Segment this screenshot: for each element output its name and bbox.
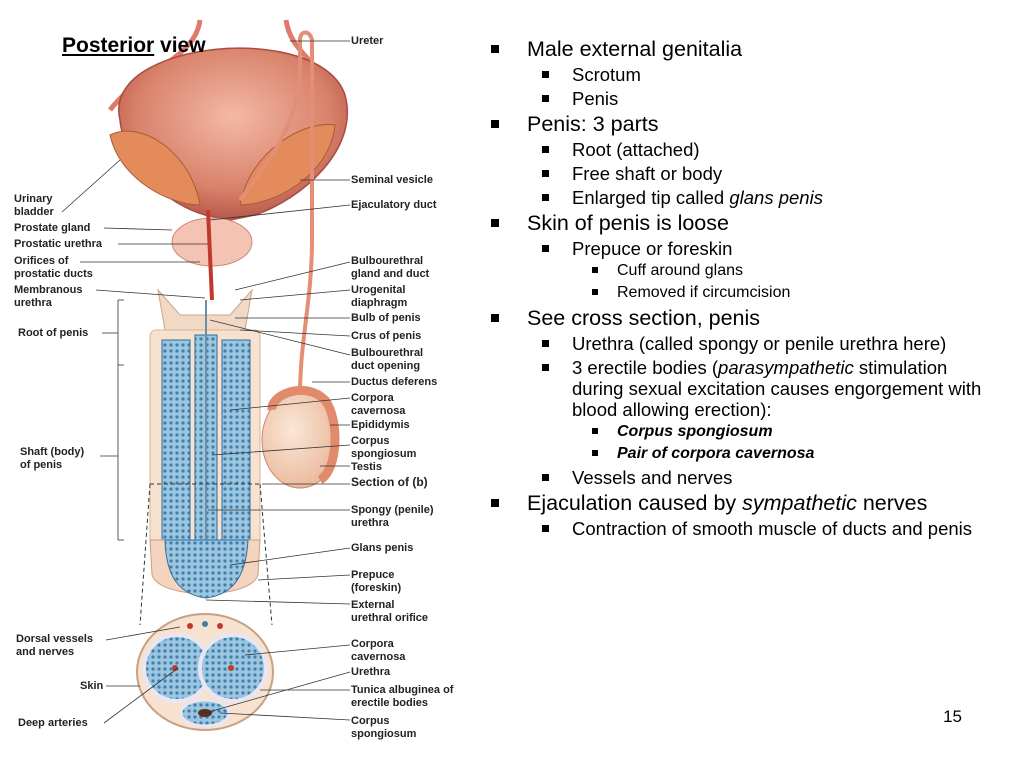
bullet-level-3: Cuff around glans — [490, 261, 1000, 281]
bullet-text: Vessels and nerves — [572, 467, 733, 488]
urethra-upper — [206, 209, 214, 301]
bullet-text: sympathetic — [742, 491, 857, 515]
bullet-text: Penis — [572, 88, 619, 109]
label-section-of-b: Section of (b) — [351, 475, 428, 489]
penis-anatomy-illustration — [61, 19, 351, 731]
bullet-text: Prepuce or foreskin — [572, 238, 733, 259]
bullet-level-2: Penis — [490, 88, 1000, 109]
label-ejaculatory-duct: Ejaculatory duct — [351, 199, 437, 211]
bullet-text: Corpus spongiosum — [617, 423, 773, 440]
bullet-level-1: Skin of penis is loose — [490, 211, 1000, 235]
label-ductus-deferens: Ductus deferens — [351, 376, 438, 388]
bullet-text: stimulation during sexual excitation cau… — [572, 357, 982, 420]
label-external-urethral-orifice: External urethral orifice — [351, 599, 429, 624]
bullet-text: Pair of corpora cavernosa — [617, 445, 815, 462]
label-prostate-gland: Prostate gland — [14, 222, 91, 234]
label-prepuce: Prepuce (foreskin) — [351, 569, 402, 594]
bullet-text: Male external genitalia — [527, 37, 743, 61]
bullet-text: parasympathetic — [718, 357, 854, 378]
bullet-level-1: Penis: 3 parts — [490, 112, 1000, 136]
label-crus-of-penis: Crus of penis — [351, 330, 422, 342]
bullet-level-2: Contraction of smooth muscle of ducts an… — [490, 518, 1000, 539]
bullet-level-2: Urethra (called spongy or penile urethra… — [490, 333, 1000, 354]
label-membranous-urethra: Membranous urethra — [14, 284, 83, 309]
label-dorsal-vessels: Dorsal vessels and nerves — [16, 633, 94, 658]
label-skin: Skin — [80, 680, 104, 692]
label-urinary-bladder: Urinary bladder — [14, 193, 54, 218]
bullet-level-1: Ejaculation caused by sympathetic nerves — [490, 491, 1000, 515]
bullet-level-3: Removed if circumcision — [490, 283, 1000, 303]
label-glans-penis: Glans penis — [351, 542, 414, 554]
bullet-text: Contraction of smooth muscle of ducts an… — [572, 518, 973, 539]
bullet-text: Enlarged tip called — [572, 187, 730, 208]
label-tunica-albuginea: Tunica albuginea of erectile bodies — [351, 684, 454, 709]
bullet-level-3: Pair of corpora cavernosa — [490, 444, 1000, 464]
anatomy-figure: Posterior view Ureter Seminal vesicle Ej… — [0, 0, 470, 768]
corpus-cavernosum-right — [221, 339, 251, 541]
bullet-level-3: Corpus spongiosum — [490, 422, 1000, 442]
bullet-text: Scrotum — [572, 64, 641, 85]
right-leader-lines — [204, 40, 351, 721]
label-prostatic-urethra: Prostatic urethra — [14, 238, 103, 250]
bullet-text: Ejaculation caused by — [527, 491, 743, 515]
epididymis — [267, 386, 340, 484]
bullet-level-2: Prepuce or foreskin — [490, 238, 1000, 259]
bullet-text: Urethra (called spongy or penile urethra… — [572, 333, 947, 354]
label-shaft-of-penis: Shaft (body) of penis — [20, 446, 85, 471]
bullet-level-1: Male external genitalia — [490, 37, 1000, 61]
bullet-text: Cuff around glans — [617, 262, 744, 279]
label-root-of-penis: Root of penis — [18, 327, 89, 339]
left-seminal-vesicle — [109, 130, 201, 206]
bullet-text: 3 erectile bodies ( — [572, 357, 719, 378]
bullet-level-1: See cross section, penis — [490, 306, 1000, 330]
label-bulbourethral-gland: Bulbourethral gland and duct — [351, 255, 430, 280]
label-corpora-cavernosa: Corpora cavernosa — [351, 392, 406, 417]
bullet-text: Removed if circumcision — [617, 284, 791, 301]
bullet-level-2: Enlarged tip called glans penis — [490, 187, 1000, 208]
label-cs-corpus-spongiosum: Corpus spongiosum — [351, 715, 417, 740]
bullet-level-2: Free shaft or body — [490, 163, 1000, 184]
label-cs-urethra: Urethra — [351, 666, 391, 678]
left-leader-lines — [61, 159, 208, 724]
label-bulbourethral-duct-opening: Bulbourethral duct opening — [351, 347, 424, 372]
label-spongy-urethra: Spongy (penile) urethra — [351, 504, 434, 529]
label-bulb-of-penis: Bulb of penis — [351, 312, 421, 324]
label-seminal-vesicle: Seminal vesicle — [351, 174, 433, 186]
bullet-text: Free shaft or body — [572, 163, 723, 184]
bullet-level-2: Root (attached) — [490, 139, 1000, 160]
label-ureter: Ureter — [351, 35, 384, 47]
bullet-level-2: Vessels and nerves — [490, 467, 1000, 488]
label-cs-corpora-cavernosa: Corpora cavernosa — [351, 638, 406, 663]
bullet-text: Penis: 3 parts — [527, 112, 659, 136]
bullet-text: glans penis — [729, 187, 823, 208]
ductus-deferens — [238, 30, 314, 396]
corpus-cavernosum-left — [161, 339, 191, 541]
label-deep-arteries: Deep arteries — [18, 717, 88, 729]
label-testis: Testis — [351, 461, 382, 473]
page-number: 15 — [943, 707, 962, 726]
bullet-level-2: 3 erectile bodies (parasympathetic stimu… — [490, 357, 1000, 420]
bullet-text: Skin of penis is loose — [527, 211, 729, 235]
label-epididymis: Epididymis — [351, 419, 410, 431]
bullet-text: Root (attached) — [572, 139, 700, 160]
label-orifices-prostatic-ducts: Orifices of prostatic ducts — [14, 255, 93, 280]
bullet-text: See cross section, penis — [527, 306, 761, 330]
label-corpus-spongiosum: Corpus spongiosum — [351, 435, 417, 460]
bullet-level-2: Scrotum — [490, 64, 1000, 85]
figure-title: Posterior view — [62, 34, 206, 57]
bullet-text: nerves — [856, 491, 928, 515]
label-urogenital-diaphragm: Urogenital diaphragm — [351, 284, 408, 309]
